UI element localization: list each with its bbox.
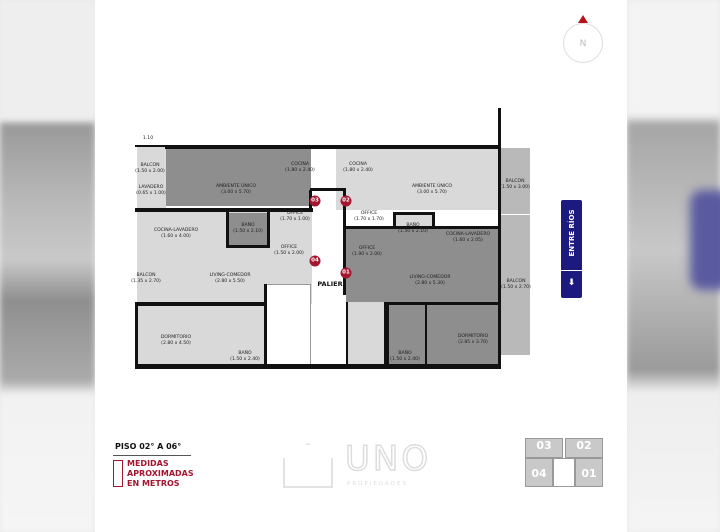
room-label: BALCON(1.50 x 2.70) bbox=[501, 279, 531, 290]
room-label: COCINA(1.80 x 2.40) bbox=[343, 162, 373, 173]
room-label: LIVING-COMEDOR(2.80 x 5.30) bbox=[409, 275, 451, 286]
room-label: BALCON(1.50 x 2.00) bbox=[135, 163, 165, 174]
room-label: OFFICE(1.70 x 1.70) bbox=[354, 211, 384, 222]
house-logo-icon bbox=[283, 443, 333, 488]
room-label: DORMITORIO(2.85 x 3.70) bbox=[457, 334, 489, 345]
room-label: COCINA-LAVADERO(1.60 x 4.00) bbox=[153, 228, 199, 239]
room-label: OFFICE(1.50 x 2.00) bbox=[274, 245, 304, 256]
unit-key-plan: 03 02 04 01 bbox=[525, 438, 605, 488]
room-label: OFFICE(1.90 x 2.00) bbox=[352, 246, 382, 257]
room-label: LIVING-COMEDOR(2.80 x 5.50) bbox=[209, 273, 251, 284]
hall-label: PALIER bbox=[317, 280, 343, 288]
unit-marker: 04 bbox=[309, 255, 321, 267]
north-compass: N bbox=[563, 23, 603, 63]
room-label: OFFICE(1.70 x 1.00) bbox=[280, 211, 310, 222]
ruler-icon bbox=[113, 460, 123, 487]
unit-marker: 01 bbox=[340, 267, 352, 279]
unit-marker: 03 bbox=[309, 195, 321, 207]
logo: UNO PROPIEDADES bbox=[283, 435, 443, 490]
arrow-down-icon: ⬇ bbox=[567, 278, 576, 288]
room-label: DORMITORIO(2.80 x 4.50) bbox=[160, 335, 192, 346]
blurred-background-left bbox=[0, 0, 95, 532]
room-label: BALCON(1.35 x 2.70) bbox=[131, 273, 161, 284]
room-label: BALCON(1.50 x 3.00) bbox=[500, 179, 530, 190]
room-label: LAVADERO(0.65 x 1.00) bbox=[136, 185, 166, 196]
room-label: COCINA-LAVADERO(1.60 x 2.05) bbox=[445, 232, 491, 243]
room-label: AMBIENTE ÚNICO(3.00 x 5.70) bbox=[411, 184, 453, 195]
street-label: ENTRE RÍOS ⬇ bbox=[561, 200, 582, 298]
room-label: BAÑO(1.50 x 2.10) bbox=[233, 223, 263, 234]
unit-marker: 02 bbox=[340, 195, 352, 207]
floor-title: PISO 02° A 06° bbox=[115, 442, 182, 451]
room-label: AMBIENTE ÚNICO(3.00 x 5.70) bbox=[215, 184, 257, 195]
compass-label: N bbox=[579, 39, 587, 49]
room-label: BAÑO(1.50 x 2.40) bbox=[390, 351, 420, 362]
north-arrow-icon bbox=[578, 15, 588, 23]
dimension-label: 1.10 bbox=[142, 136, 154, 141]
blurred-background-right bbox=[690, 190, 720, 290]
room-label: BAÑO(1.50 x 2.40) bbox=[230, 351, 260, 362]
room-label: BAÑO(1.50 x 2.10) bbox=[398, 223, 428, 234]
room-label: COCINA(1.80 x 2.40) bbox=[285, 162, 315, 173]
